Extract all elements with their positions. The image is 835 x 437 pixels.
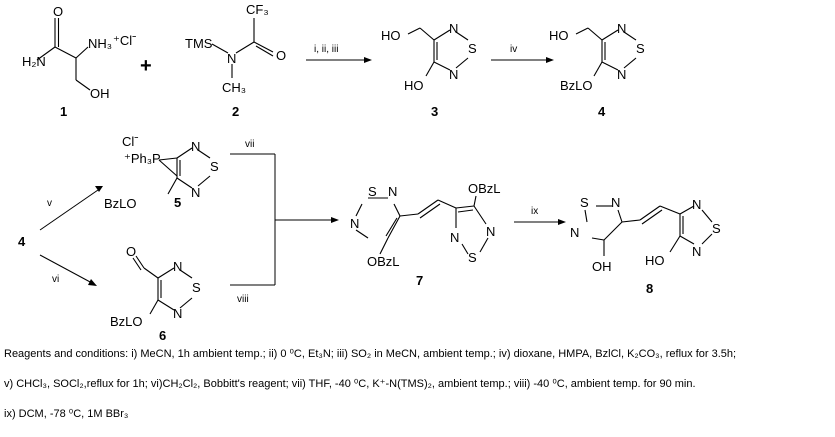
c8-n-right2-atom: N: [692, 244, 701, 259]
c7-s-right-atom: S: [468, 250, 477, 265]
c7-n-right1-atom: N: [450, 230, 459, 245]
c1-cl-atom: ⁺Clˉ: [113, 33, 136, 48]
c4-bzlo-atom: BzLO: [560, 78, 593, 93]
c7-n-left2-atom: N: [350, 216, 359, 231]
compound-7-label: 7: [416, 273, 423, 288]
conditions-line-2: v) CHCl₃, SOCl₂,reflux for 1h; vi)CH₂Cl₂…: [4, 378, 696, 390]
c5-s-atom: S: [210, 159, 219, 174]
c3-ho-bot-atom: HO: [404, 78, 424, 93]
c6-s-atom: S: [192, 280, 201, 295]
c5-cl-atom: Clˉ: [122, 134, 139, 149]
compound-4-start-label: 4: [18, 234, 26, 249]
c6-n-top-atom: N: [173, 259, 182, 274]
c1-h2n-atom: H₂N: [22, 54, 46, 69]
c5-n-bot-atom: N: [191, 185, 200, 200]
compound-5: Clˉ ⁺Ph₃P N S N BzLO 5: [104, 134, 219, 211]
c8-n-left2-atom: N: [570, 225, 579, 240]
c8-s-right-atom: S: [712, 221, 721, 236]
converging-bracket: [230, 153, 339, 286]
c8-n-right1-atom: N: [692, 197, 701, 212]
c5-bzlo-atom: BzLO: [104, 196, 137, 211]
reagent-label-iv: iv: [510, 44, 517, 55]
c8-s-left-atom: S: [580, 195, 589, 210]
c1-nh3-atom: NH₃: [88, 36, 112, 51]
c6-n-bot-atom: N: [173, 306, 182, 321]
reagent-label-ix: ix: [531, 206, 538, 217]
c2-n-atom: N: [227, 51, 236, 66]
c6-o-atom: O: [126, 244, 136, 259]
c5-n-top-atom: N: [191, 139, 200, 154]
conditions-line-1: Reagents and conditions: i) MeCN, 1h amb…: [4, 348, 737, 360]
compound-1-label: 1: [60, 104, 67, 119]
reagent-label-vi: vi: [52, 274, 59, 285]
arrow-4-to-6: [39, 254, 93, 284]
c2-o-atom: O: [276, 48, 286, 63]
compound-6: O N S N BzLO 6: [110, 244, 201, 343]
compound-3-label: 3: [431, 104, 438, 119]
c8-ho-atom: HO: [645, 253, 665, 268]
c3-s-atom: S: [468, 41, 477, 56]
arrow-4-to-5: [39, 189, 99, 231]
conditions-line-3: ix) DCM, -78 ⁰C, 1M BBr₃: [4, 408, 129, 420]
plus-sign: +: [140, 55, 152, 77]
compound-7: S N N OBzL OBzL N N S 7: [350, 181, 501, 288]
compound-3: HO N S N HO 3: [381, 21, 477, 119]
reagent-label-viii: viii: [237, 294, 249, 305]
compound-8-label: 8: [646, 281, 653, 296]
c1-o-atom: O: [53, 4, 63, 19]
c7-n-left1-atom: N: [388, 184, 397, 199]
compound-2-label: 2: [232, 104, 239, 119]
c7-obzl-top-atom: OBzL: [468, 181, 501, 196]
c4-s-atom: S: [636, 41, 645, 56]
reaction-scheme: H₂N O NH₃ ⁺Clˉ OH 1 + CF₃ TMS N O CH₃ 2 …: [18, 2, 721, 343]
c2-cf3-atom: CF₃: [246, 2, 269, 17]
c4-ho-atom: HO: [549, 28, 569, 43]
reagents-and-conditions: Reagents and conditions: i) MeCN, 1h amb…: [4, 347, 832, 437]
compound-4-label: 4: [598, 104, 606, 119]
c3-ho-top-atom: HO: [381, 28, 401, 43]
compound-2: CF₃ TMS N O CH₃ 2: [185, 2, 286, 119]
compound-1: H₂N O NH₃ ⁺Clˉ OH 1: [22, 4, 136, 119]
c7-n-right2-atom: N: [486, 224, 495, 239]
c1-oh-atom: OH: [90, 86, 110, 101]
compound-4: HO N S N BzLO 4: [549, 21, 645, 119]
compound-6-label: 6: [159, 328, 166, 343]
reagent-label-vii: vii: [245, 139, 254, 150]
c3-n-bot-atom: N: [449, 67, 458, 82]
c8-n-left1-atom: N: [611, 195, 620, 210]
c4-n-top-atom: N: [617, 21, 626, 36]
c2-tms-atom: TMS: [185, 36, 213, 51]
reagent-label-i-ii-iii: i, ii, iii: [314, 44, 338, 55]
c2-ch3-atom: CH₃: [222, 80, 246, 95]
c4-n-bot-atom: N: [617, 67, 626, 82]
compound-8: S N N OH N S N HO 8: [570, 195, 721, 296]
c5-ph3p-atom: ⁺Ph₃P: [124, 151, 161, 166]
c8-oh-atom: OH: [592, 259, 612, 274]
reagent-label-v: v: [47, 198, 52, 209]
compound-5-label: 5: [174, 195, 181, 210]
c3-n-top-atom: N: [449, 21, 458, 36]
c6-bzlo-atom: BzLO: [110, 314, 143, 329]
c7-obzl-bottom-atom: OBzL: [367, 254, 400, 269]
c7-s-left-atom: S: [368, 184, 377, 199]
